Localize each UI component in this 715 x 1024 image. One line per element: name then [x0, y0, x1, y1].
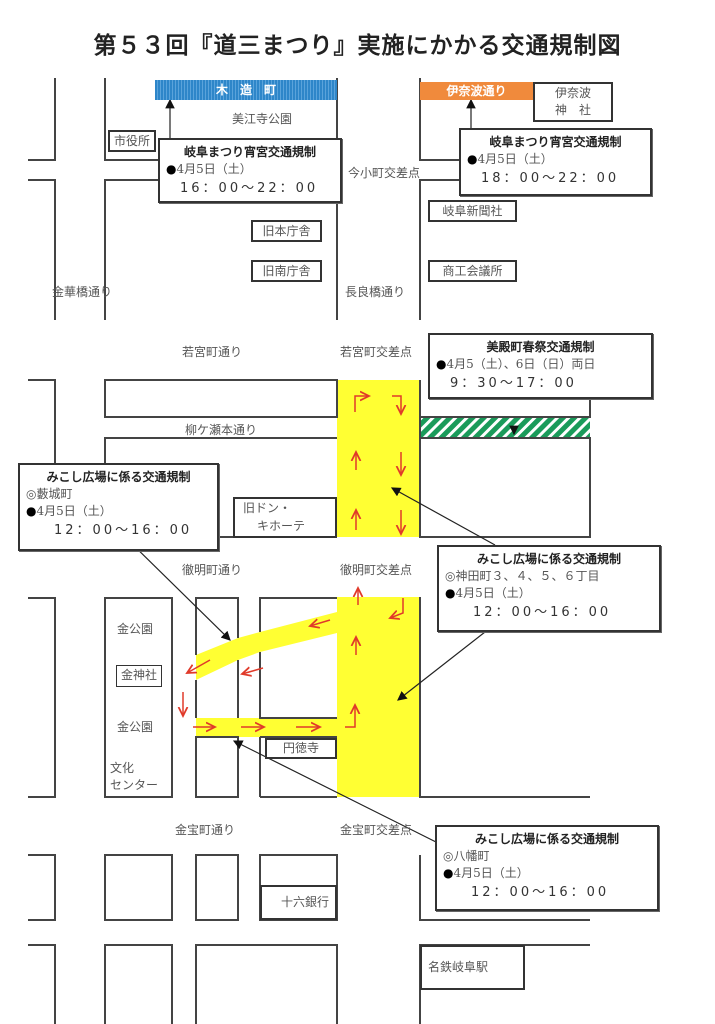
inaba-shrine-line1: 伊奈波 — [554, 86, 591, 100]
bullet-icon: ● — [166, 162, 177, 176]
callout-time: 12：00～16：00 — [473, 605, 612, 620]
kiyamachi-zone: 木 造 町 — [155, 80, 337, 100]
old-donki-line1: 旧ドン・ — [243, 501, 292, 515]
callout-date: 4月5日（土） — [36, 504, 112, 518]
entokuji-label: 円徳寺 — [265, 738, 337, 759]
chamber-label: 商工会議所 — [428, 260, 517, 282]
intersection-wakamiya: 若宮町交差点 — [340, 345, 413, 359]
callout-mikoshi-yawatamachi: みこし広場に係る交通規制 ◎八幡町 ●4月5日（土） 12：00～16：00 — [435, 825, 659, 911]
intersection-imakomachi: 今小町交差点 — [348, 166, 421, 180]
inaba-dori-zone: 伊奈波通り — [420, 82, 533, 100]
inaba-shrine-line2: 神 社 — [554, 103, 591, 117]
callout-mikoshi-kandamachi: みこし広場に係る交通規制 ◎神田町３、４、５、６丁目 ●4月5日（土） 12：0… — [437, 545, 661, 632]
old-south-office-label: 旧南庁舎 — [251, 260, 322, 282]
callout-time: 12：00～16：00 — [54, 523, 193, 538]
culture-center-line2: センター — [110, 778, 159, 792]
bullet-icon: ● — [26, 504, 37, 518]
intersection-kanedakara: 金宝町交差点 — [340, 823, 413, 837]
callout-mikoshi-yabukicho: みこし広場に係る交通規制 ◎藪城町 ●4月5日（土） 12：00～16：00 — [18, 463, 219, 551]
callout-time: 12：00～16：00 — [471, 885, 610, 900]
street-nagarabashi: 長良橋通り — [345, 285, 406, 299]
callout-mitonomachi-regulation: 美殿町春祭交通規制 ●4月5（土）、6日（日）両日 9：30～17：00 — [428, 333, 653, 399]
callout-inaba-regulation: 岐阜まつり宵宮交通規制 ●4月5日（土） 18：00～22：00 — [459, 128, 652, 196]
callout-date: 4月5日（土） — [453, 866, 529, 880]
callout-title: 岐阜まつり宵宮交通規制 — [183, 145, 316, 159]
intersection-tetsumei: 徹明町交差点 — [340, 563, 413, 577]
old-main-office-label: 旧本庁舎 — [251, 220, 322, 242]
callout-area: ◎八幡町 — [443, 849, 490, 863]
street-yanagase: 柳ケ瀬本通り — [185, 423, 258, 437]
bullet-icon: ● — [443, 866, 454, 880]
kin-park-label-1: 金公園 — [117, 622, 154, 636]
callout-title: 岐阜まつり宵宮交通規制 — [489, 135, 622, 149]
gifu-shimbun-label: 岐阜新聞社 — [428, 200, 517, 222]
bullet-icon: ● — [436, 357, 447, 371]
callout-time: 16：00～22：00 — [180, 181, 319, 196]
inaba-shrine-label: 伊奈波 神 社 — [533, 82, 613, 122]
callout-area: ◎神田町３、４、５、６丁目 — [445, 569, 600, 583]
bullet-icon: ● — [445, 586, 456, 600]
meitetsu-gifu-label: 名鉄岐阜駅 — [420, 945, 525, 990]
kin-park-label-2: 金公園 — [117, 720, 154, 734]
street-kanedakara: 金宝町通り — [175, 823, 236, 837]
callout-area: ◎藪城町 — [26, 487, 73, 501]
street-kinkabashi: 金華橋通り — [52, 285, 113, 299]
city-hall-label: 市役所 — [108, 130, 156, 152]
callout-title: みこし広場に係る交通規制 — [474, 832, 619, 846]
traffic-flow-arrows — [183, 396, 403, 727]
callout-kiyamachi-regulation: 岐阜まつり宵宮交通規制 ●4月5日（土） 16：00～22：00 — [158, 138, 342, 203]
restricted-zone-green — [420, 417, 590, 438]
callout-title: みこし広場に係る交通規制 — [46, 470, 191, 484]
old-donki-line2: キホーテ — [257, 519, 306, 533]
bullet-icon: ● — [467, 152, 478, 166]
callout-title: 美殿町春祭交通規制 — [486, 340, 595, 354]
juroku-bank-label: 十六銀行 — [260, 885, 337, 920]
callout-date: 4月5（土）、6日（日）両日 — [446, 357, 596, 371]
street-wakamiya: 若宮町通り — [182, 345, 243, 359]
callout-date: 4月5日（土） — [176, 162, 252, 176]
restricted-zone-yellow — [196, 380, 420, 797]
callout-time: 18：00～22：00 — [481, 171, 620, 186]
map-title: 第５３回『道三まつり』実施にかかる交通規制図 — [93, 33, 622, 59]
callout-date: 4月5日（土） — [455, 586, 531, 600]
old-donki-label: 旧ドン・ キホーテ — [233, 497, 337, 538]
culture-center-line1: 文化 — [110, 761, 135, 775]
street-tetsumei: 徹明町通り — [182, 563, 243, 577]
culture-center-label: 文化 センター — [110, 760, 158, 794]
callout-title: みこし広場に係る交通規制 — [476, 552, 621, 566]
kin-shrine-label: 金神社 — [116, 665, 162, 687]
callout-date: 4月5日（土） — [477, 152, 553, 166]
callout-time: 9：30～17：00 — [450, 376, 577, 391]
mieji-park-label: 美江寺公園 — [232, 112, 293, 126]
